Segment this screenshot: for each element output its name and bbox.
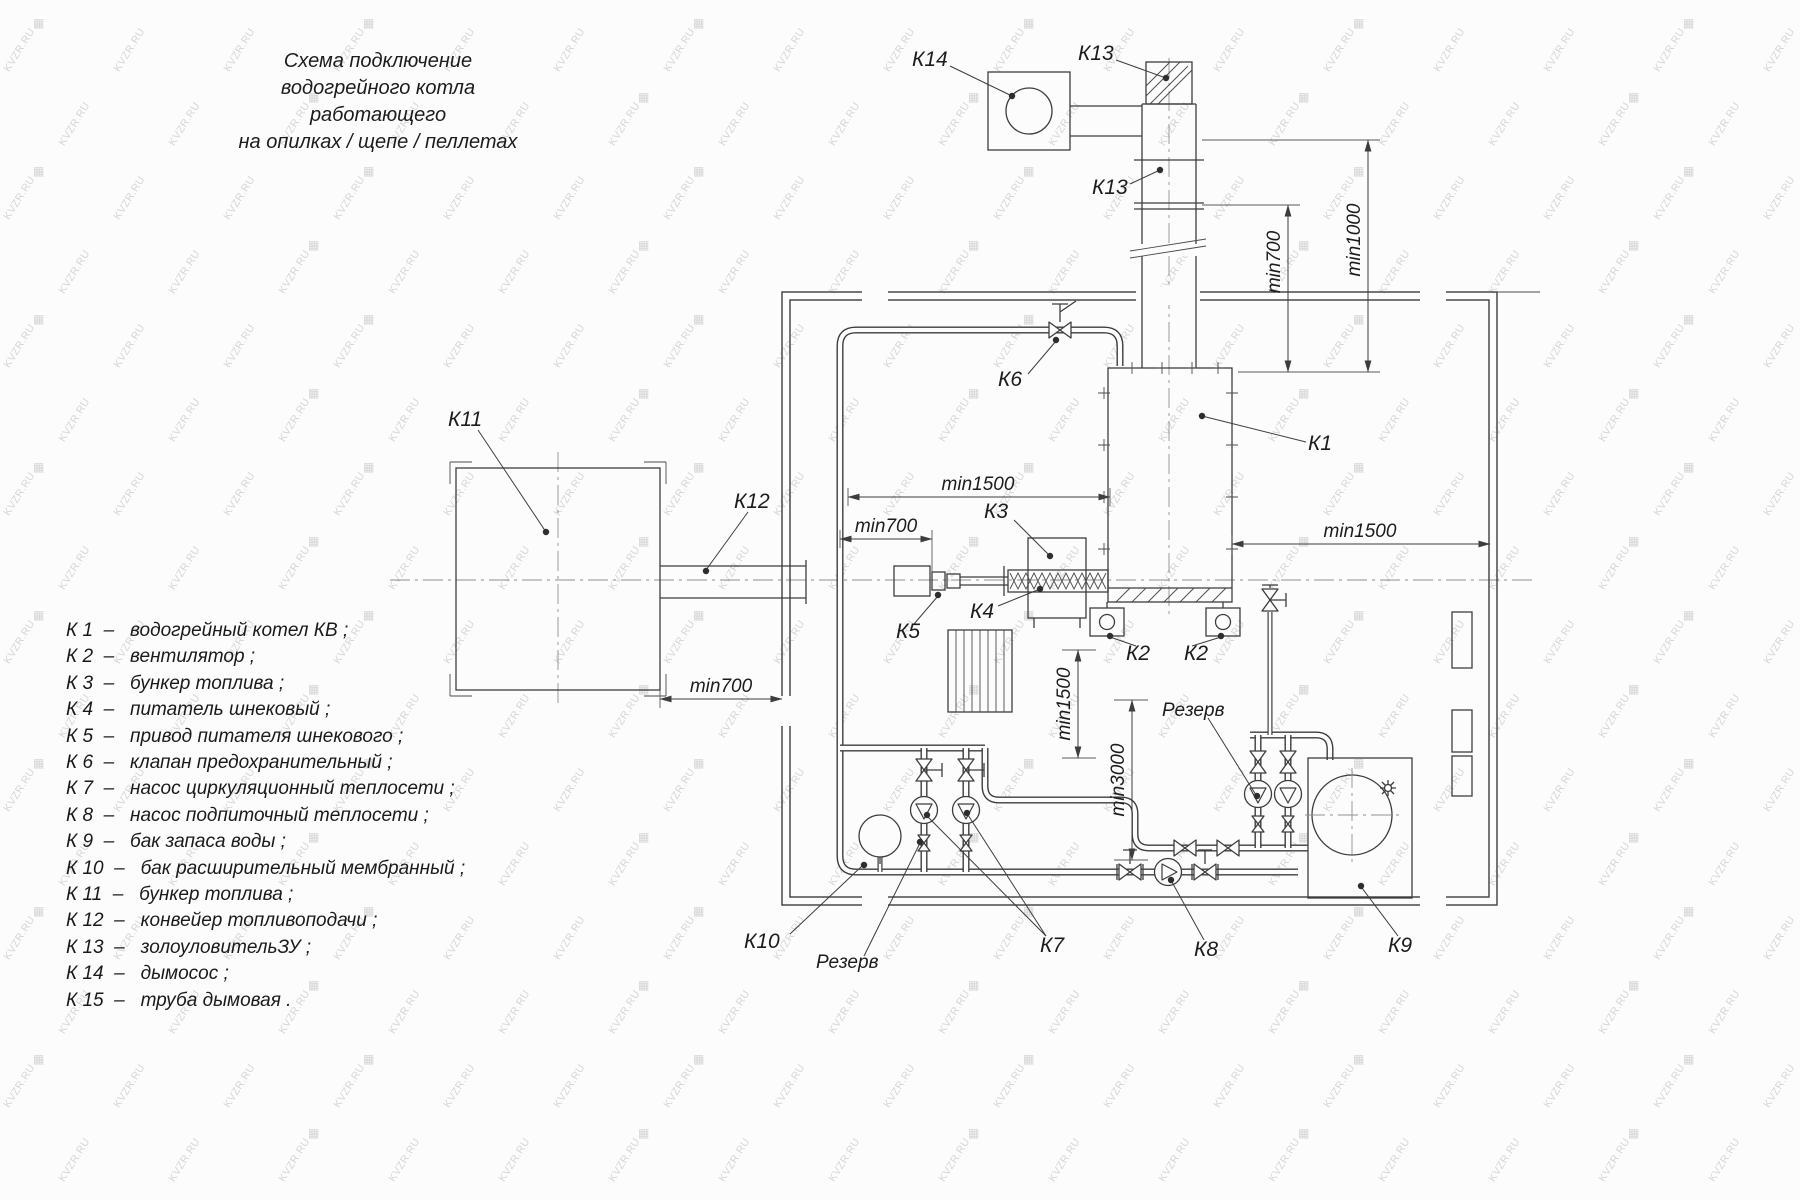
label-k6: К6 xyxy=(998,368,1022,391)
legend-item-k13: К 13 – золоуловительЗУ ; xyxy=(66,936,312,958)
legend-item-k11: К 11 – бункер топлива ; xyxy=(66,884,294,906)
dimension-labels: min1500 min700 min1500 min700 min1500 mi… xyxy=(690,203,1397,816)
legend-item-k2: К 2 – вентилятор ; xyxy=(66,646,256,668)
label-k13-mid: К13 xyxy=(1092,176,1128,199)
title-line-2: водогрейного котла работающего xyxy=(280,77,476,126)
fans-k2 xyxy=(1089,602,1241,637)
legend-item-k4: К 4 – питатель шнековый ; xyxy=(66,699,331,721)
boiler-k1 xyxy=(1098,362,1238,603)
title-line-3: на опилках / щепе / пеллетах xyxy=(238,131,518,153)
label-k13-top: К13 xyxy=(1078,42,1114,65)
dim-min1500-mid: min1500 xyxy=(942,474,1015,495)
legend-item-k7: К 7 – насос циркуляционный теплосети ; xyxy=(66,778,455,800)
dimensions xyxy=(659,139,1491,861)
screw-feeder-k4 xyxy=(960,566,1109,596)
label-k3: К3 xyxy=(984,500,1008,523)
legend-item-k6: К 6 – клапан предохранительный ; xyxy=(66,752,393,774)
drawing-title: Схема подключение водогрейного котла раб… xyxy=(213,48,543,156)
dim-min3000-vertical: min3000 xyxy=(1108,743,1129,816)
dim-min700-mid: min700 xyxy=(855,516,918,537)
legend-item-k12: К 12 – конвейер топливоподачи ; xyxy=(66,910,378,932)
legend-item-k14: К 14 – дымосос ; xyxy=(66,963,229,985)
boiler-room-walls xyxy=(778,287,1540,909)
legend-item-k9: К 9 – бак запаса воды ; xyxy=(66,831,286,853)
label-k12: К12 xyxy=(734,490,770,513)
dim-min1500-vertical: min1500 xyxy=(1054,667,1075,740)
label-k10: К10 xyxy=(744,930,780,953)
legend-item-k1: К 1 – водогрейный котел КВ ; xyxy=(66,620,349,641)
circulation-pumps-k7 xyxy=(909,758,985,852)
dim-min700-top: min700 xyxy=(1264,230,1285,293)
label-k2-right: К2 xyxy=(1184,642,1208,665)
legend-item-k15: К 15 – труба дымовая . xyxy=(66,989,292,1011)
legend-item-k10: К 10 – бак расширительный мембранный ; xyxy=(66,857,466,879)
legend: К 1 – водогрейный котел КВ ; К 2 – венти… xyxy=(66,618,465,1014)
legend-item-k3: К 3 – бункер топлива ; xyxy=(66,672,285,694)
dim-min1500-right: min1500 xyxy=(1324,521,1397,542)
label-k14: К14 xyxy=(912,48,948,71)
dim-min700-bottom: min700 xyxy=(690,676,753,697)
label-reserve-right: Резерв xyxy=(1162,700,1225,721)
wall-cabinet-boxes xyxy=(1451,611,1473,797)
water-tank-k9 xyxy=(1305,757,1413,899)
label-k4: К4 xyxy=(970,600,994,623)
centerlines xyxy=(390,58,1535,706)
legend-item-k8: К 8 – насос подпиточный теплосети ; xyxy=(66,804,429,826)
legend-item-k5: К 5 – привод питателя шнекового ; xyxy=(66,725,404,747)
safety-valve-k6 xyxy=(1048,300,1077,339)
label-k9: К9 xyxy=(1388,934,1412,957)
fuel-bunker-k11 xyxy=(449,461,667,697)
label-k5: К5 xyxy=(896,620,920,643)
expansion-tank-k10 xyxy=(858,814,902,864)
dim-min1000-top: min1000 xyxy=(1344,203,1365,276)
leader-lines xyxy=(477,59,1399,957)
feeder-drive-k5 xyxy=(893,565,961,597)
label-k11: К11 xyxy=(448,408,482,431)
fuel-conveyor-k12 xyxy=(660,560,807,604)
flue-assembly xyxy=(987,61,1207,368)
title-line-1: Схема подключение xyxy=(283,50,473,72)
label-k8: К8 xyxy=(1194,938,1218,961)
stairs xyxy=(947,629,1013,713)
diagram-labels: К14 К13 К13 К6 К1 К11 К12 К3 К5 К4 К2 К2… xyxy=(448,42,1412,973)
label-k7: К7 xyxy=(1040,934,1065,957)
label-reserve-left: Резерв xyxy=(816,952,879,973)
label-k1: К1 xyxy=(1308,432,1332,455)
label-k2-left: К2 xyxy=(1126,642,1150,665)
